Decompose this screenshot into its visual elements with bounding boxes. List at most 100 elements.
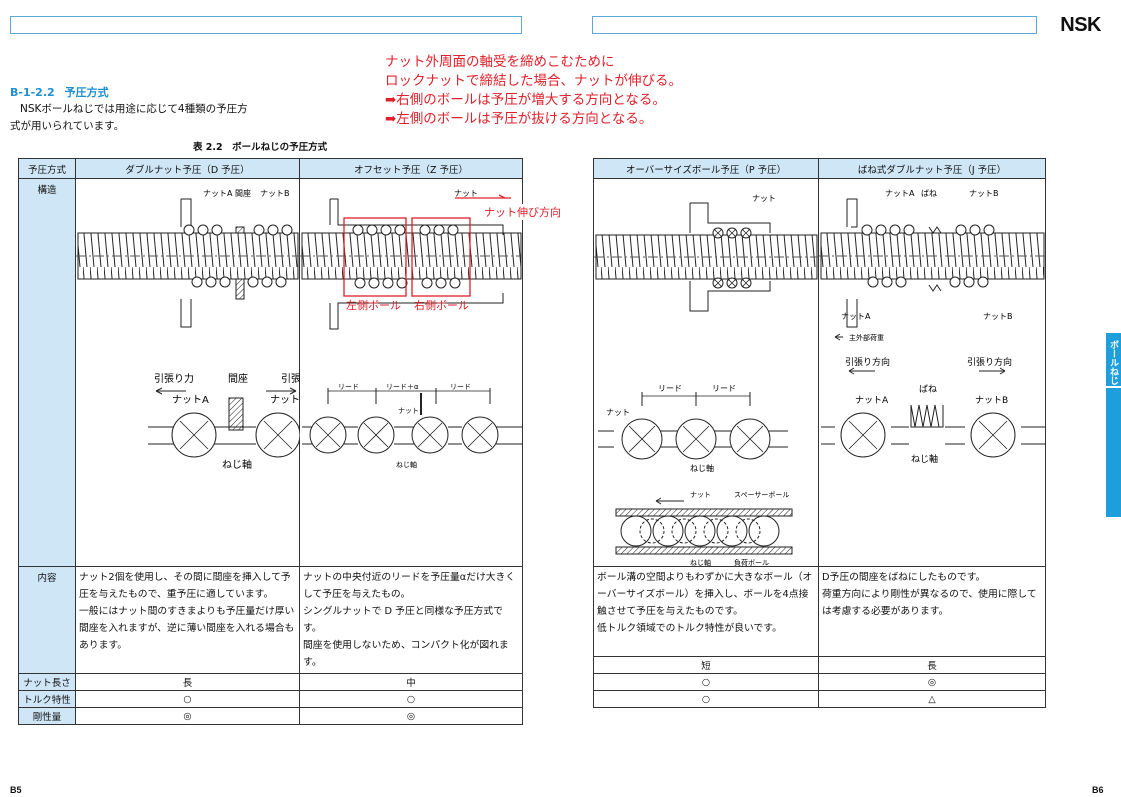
side-tab-divider bbox=[1106, 386, 1121, 388]
label-nut-a-lower: ナットA bbox=[172, 394, 209, 406]
label-screw-shaft: ねじ軸 bbox=[911, 453, 938, 465]
label-screw-shaft-2: ねじ軸 bbox=[396, 460, 417, 469]
label-nut-b: ナットB bbox=[260, 189, 290, 198]
label-screw-shaft: ねじ軸 bbox=[222, 458, 252, 471]
label-nut-b: ナットB bbox=[969, 189, 999, 198]
row-label-torque: トルク特性 bbox=[18, 690, 76, 708]
section-heading: B-1-2.2 予圧方式 bbox=[10, 84, 119, 100]
label-pull-force-left: 引張り力 bbox=[154, 372, 194, 385]
desc-line: 一般にはナット間のすきまよりも予圧量だけ厚い bbox=[79, 606, 295, 617]
label-lead-2: リード bbox=[450, 383, 471, 391]
section-number: B-1-2.2 bbox=[10, 86, 55, 99]
label-spring: ばね bbox=[921, 189, 937, 198]
desc-line: 低トルク領域でのトルク特性が良いです。 bbox=[597, 623, 782, 634]
offset-torque: ○ bbox=[299, 690, 523, 708]
label-nut-lower: ナット bbox=[606, 408, 630, 417]
oversize-length: 短 bbox=[593, 656, 819, 674]
label-nut-b-mid: ナットB bbox=[983, 312, 1013, 321]
label-spacer-ball: スペーサーボール bbox=[734, 491, 789, 499]
nsk-logo: NSK bbox=[1060, 14, 1101, 36]
label-load-ball: 負荷ボール bbox=[734, 558, 769, 567]
desc-line: D予圧の間座をばねにしたものです。 bbox=[822, 572, 986, 583]
label-nut: ナット bbox=[752, 194, 776, 203]
label-right-ball: 右側ボール bbox=[414, 298, 469, 312]
header-cell: ばね式ダブルナット予圧（J 予圧） bbox=[818, 158, 1046, 179]
oversize-torque: ○ bbox=[593, 673, 819, 691]
desc-line: 荷重方向により剛性が異なるので、使用に際して bbox=[822, 589, 1037, 600]
note-line: ➡右側のボールは予圧が増大する方向となる。 bbox=[385, 92, 666, 108]
label-ext-load: 主外部荷重 bbox=[849, 333, 884, 342]
label-lead-1: リード bbox=[338, 383, 359, 391]
row-label-rigidity: 剛性量 bbox=[18, 707, 76, 725]
table-caption: 表 2.2 ボールねじの予圧方式 bbox=[193, 142, 328, 153]
desc-line: 触させて予圧を与えたものです。 bbox=[597, 606, 743, 617]
intro-text: NSKボールねじでは用途に応じて4種類の予圧方 式が用いられています。 bbox=[10, 101, 260, 135]
label-lead-2: リード bbox=[712, 384, 736, 393]
header-cell: オーバーサイズボール予圧（P 予圧） bbox=[593, 158, 819, 179]
offset-length: 中 bbox=[299, 673, 523, 691]
offset-rigidity: ◎ bbox=[299, 707, 523, 725]
label-pull-dir-right: 引張り方向 bbox=[967, 356, 1012, 368]
desc-line: して予圧を与えたもの。 bbox=[303, 589, 411, 600]
nut-extend-label: ナット伸び方向 bbox=[484, 204, 561, 220]
label-spring-lower: ばね bbox=[919, 384, 937, 395]
label-nut-a: ナットA bbox=[203, 189, 233, 198]
header-cell: オフセット予圧（Z 予圧） bbox=[299, 158, 523, 179]
double-nut-torque: ○ bbox=[75, 690, 300, 708]
label-pull-force-right: 引張り力 bbox=[281, 372, 300, 385]
side-tab[interactable] bbox=[1106, 333, 1121, 517]
desc-line: シングルナットで D 予圧と同様な予圧方式です。 bbox=[303, 606, 503, 634]
label-screw-shaft: ねじ軸 bbox=[690, 463, 714, 473]
label-left-ball: 左側ボール bbox=[346, 299, 401, 312]
double-nut-length: 長 bbox=[75, 673, 300, 691]
spring-rigidity: △ bbox=[818, 690, 1046, 708]
label-nut-a: ナットA bbox=[885, 189, 915, 198]
spring-length: 長 bbox=[818, 656, 1046, 674]
desc-line: ナットの中央付近のリードを予圧量αだけ大きく bbox=[303, 572, 516, 583]
label-nut-b-lower: ナットB bbox=[270, 394, 300, 406]
offset-description: ナットの中央付近のリードを予圧量αだけ大きく して予圧を与えたもの。 シングルナ… bbox=[299, 566, 523, 674]
desc-line: ボール溝の空間よりもわずかに大きなボール（オ bbox=[597, 572, 813, 583]
spring-double-nut-figure: ナットA ばね ナットB ナットA ナットB 主外部荷重 引張り方向 引張り方向… bbox=[818, 178, 1046, 567]
side-tab-label: ボールねじ bbox=[1108, 340, 1118, 385]
note-line: ➡左側のボールは予圧が抜ける方向となる。 bbox=[385, 111, 653, 127]
header-bar-right bbox=[592, 16, 1037, 34]
double-nut-description: ナット2個を使用し、その間に間座を挿入して予 圧を与えたもので、重予圧に適してい… bbox=[75, 566, 300, 674]
label-pull-dir-left: 引張り方向 bbox=[845, 356, 890, 368]
label-nut-a-mid: ナットA bbox=[841, 312, 871, 321]
header-bar-left bbox=[10, 16, 522, 34]
oversize-rigidity: ○ bbox=[593, 690, 819, 708]
label-spacer: 間座 bbox=[235, 188, 251, 198]
label-lead-alpha: リード＋α bbox=[386, 383, 419, 391]
desc-line: 間座を使用しないため、コンパクト化が図れます。 bbox=[303, 640, 509, 668]
oversize-ball-figure: ナット リード リード ナット ねじ軸 ナット スペーサーボール bbox=[593, 178, 819, 567]
label-lead-1: リード bbox=[658, 384, 682, 393]
oversize-description: ボール溝の空間よりもわずかに大きなボール（オ ーバーサイズボール）を挿入し、ボー… bbox=[593, 566, 819, 657]
label-spacer-lower: 間座 bbox=[228, 372, 248, 385]
intro-line: 式が用いられています。 bbox=[10, 120, 125, 132]
label-nut: ナット bbox=[454, 189, 478, 198]
spring-description: D予圧の間座をばねにしたものです。 荷重方向により剛性が異なるので、使用に際して… bbox=[818, 566, 1046, 657]
label-nut-lower: ナット bbox=[398, 407, 419, 415]
desc-line: は考慮する必要があります。 bbox=[822, 606, 949, 617]
page-number-left: B5 bbox=[10, 785, 22, 795]
label-nut-arrow: ナット bbox=[690, 491, 711, 499]
page-number-right: B6 bbox=[1092, 785, 1104, 795]
red-annotation: ナット外周面の軸受を締めこむために ロックナットで締結した場合、ナットが伸びる。… bbox=[385, 53, 682, 129]
double-nut-figure: ナットA 間座 ナットB 引張り力 間座 引張り力 ナットA ナットB ねじ軸 bbox=[75, 178, 300, 567]
intro-line: NSKボールねじでは用途に応じて4種類の予圧方 bbox=[20, 103, 248, 115]
header-cell: 予圧方式 bbox=[18, 158, 76, 179]
preload-table-right: オーバーサイズボール予圧（P 予圧） ばね式ダブルナット予圧（J 予圧） bbox=[593, 158, 1046, 708]
desc-line: ーバーサイズボール）を挿入し、ボールを4点接 bbox=[597, 589, 809, 600]
label-nut-b-lower: ナットB bbox=[975, 395, 1008, 406]
row-label-nut-length: ナット長さ bbox=[18, 673, 76, 691]
label-screw-shaft-2: ねじ軸 bbox=[690, 558, 711, 567]
note-line: ロックナットで締結した場合、ナットが伸びる。 bbox=[385, 73, 682, 89]
desc-line: ナット2個を使用し、その間に間座を挿入して予 bbox=[79, 572, 291, 583]
double-nut-rigidity: ◎ bbox=[75, 707, 300, 725]
desc-line: あります。 bbox=[79, 640, 128, 651]
spring-torque: ◎ bbox=[818, 673, 1046, 691]
preload-table-left: 予圧方式 ダブルナット予圧（D 予圧） オフセット予圧（Z 予圧） 構造 bbox=[18, 158, 523, 725]
desc-line: 間座を入れますが、逆に薄い間座を入れる場合も bbox=[79, 623, 295, 634]
section-title: 予圧方式 bbox=[64, 86, 109, 99]
